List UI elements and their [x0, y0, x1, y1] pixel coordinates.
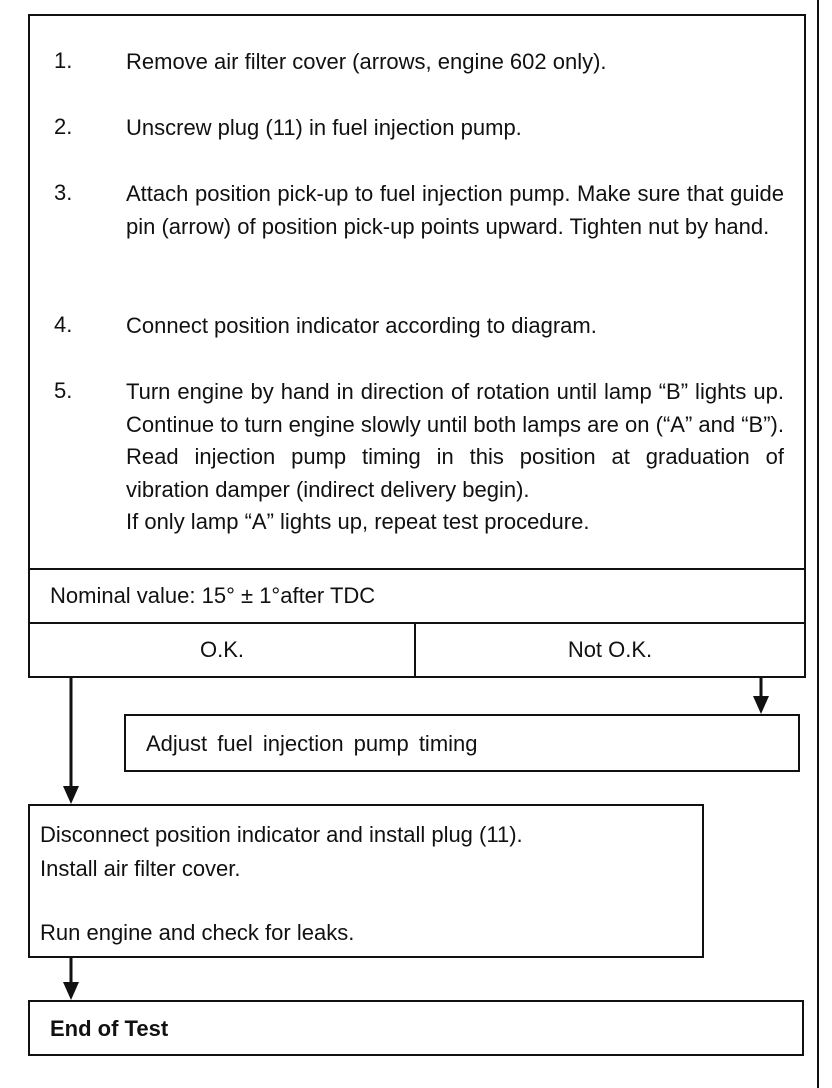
step-1-text: Remove air filter cover (arrows, engine … [126, 49, 607, 74]
step-3-number: 3. [54, 180, 73, 205]
nominal-value-text: Nominal value: 15° ± 1°after TDC [50, 583, 376, 608]
end-of-test-text: End of Test [50, 1016, 169, 1041]
not-ok-label: Not O.K. [567, 637, 653, 662]
not-ok-box: Not O.K. [414, 622, 806, 678]
arrow-notok-to-adjust [753, 678, 769, 714]
step-2-number: 2. [54, 114, 73, 139]
step-4-text: Connect position indicator according to … [126, 313, 597, 338]
step-5-text-block: Turn engine by hand in direction of rota… [126, 376, 784, 539]
adjust-box: Adjust fuel injection pump timing [124, 714, 800, 772]
step-4-number: 4. [54, 312, 73, 337]
ok-box: O.K. [28, 622, 416, 678]
arrow-ok-to-final [63, 678, 79, 804]
step-1-number: 1. [54, 48, 73, 73]
final-box: Disconnect position indicator and instal… [28, 804, 704, 958]
end-of-test-box: End of Test [28, 1000, 804, 1056]
step-5-number: 5. [54, 378, 73, 403]
arrow-final-to-end [63, 958, 79, 1000]
nominal-value-box: Nominal value: 15° ± 1°after TDC [28, 568, 806, 624]
final-line-2: Install air filter cover. [40, 856, 241, 881]
steps-box: 1. Remove air filter cover (arrows, engi… [28, 14, 806, 570]
step-3-text: Attach position pick-up to fuel injectio… [126, 181, 784, 239]
ok-label: O.K. [199, 637, 244, 662]
final-line-1: Disconnect position indicator and instal… [40, 822, 523, 847]
step-2-text: Unscrew plug (11) in fuel injection pump… [126, 115, 522, 140]
adjust-text: Adjust fuel injection pump timing [146, 731, 478, 756]
final-line-3: Run engine and check for leaks. [40, 920, 355, 945]
step-5-text: Turn engine by hand in direction of rota… [126, 379, 784, 502]
step-5-note: If only lamp “A” lights up, repeat test … [126, 509, 590, 534]
